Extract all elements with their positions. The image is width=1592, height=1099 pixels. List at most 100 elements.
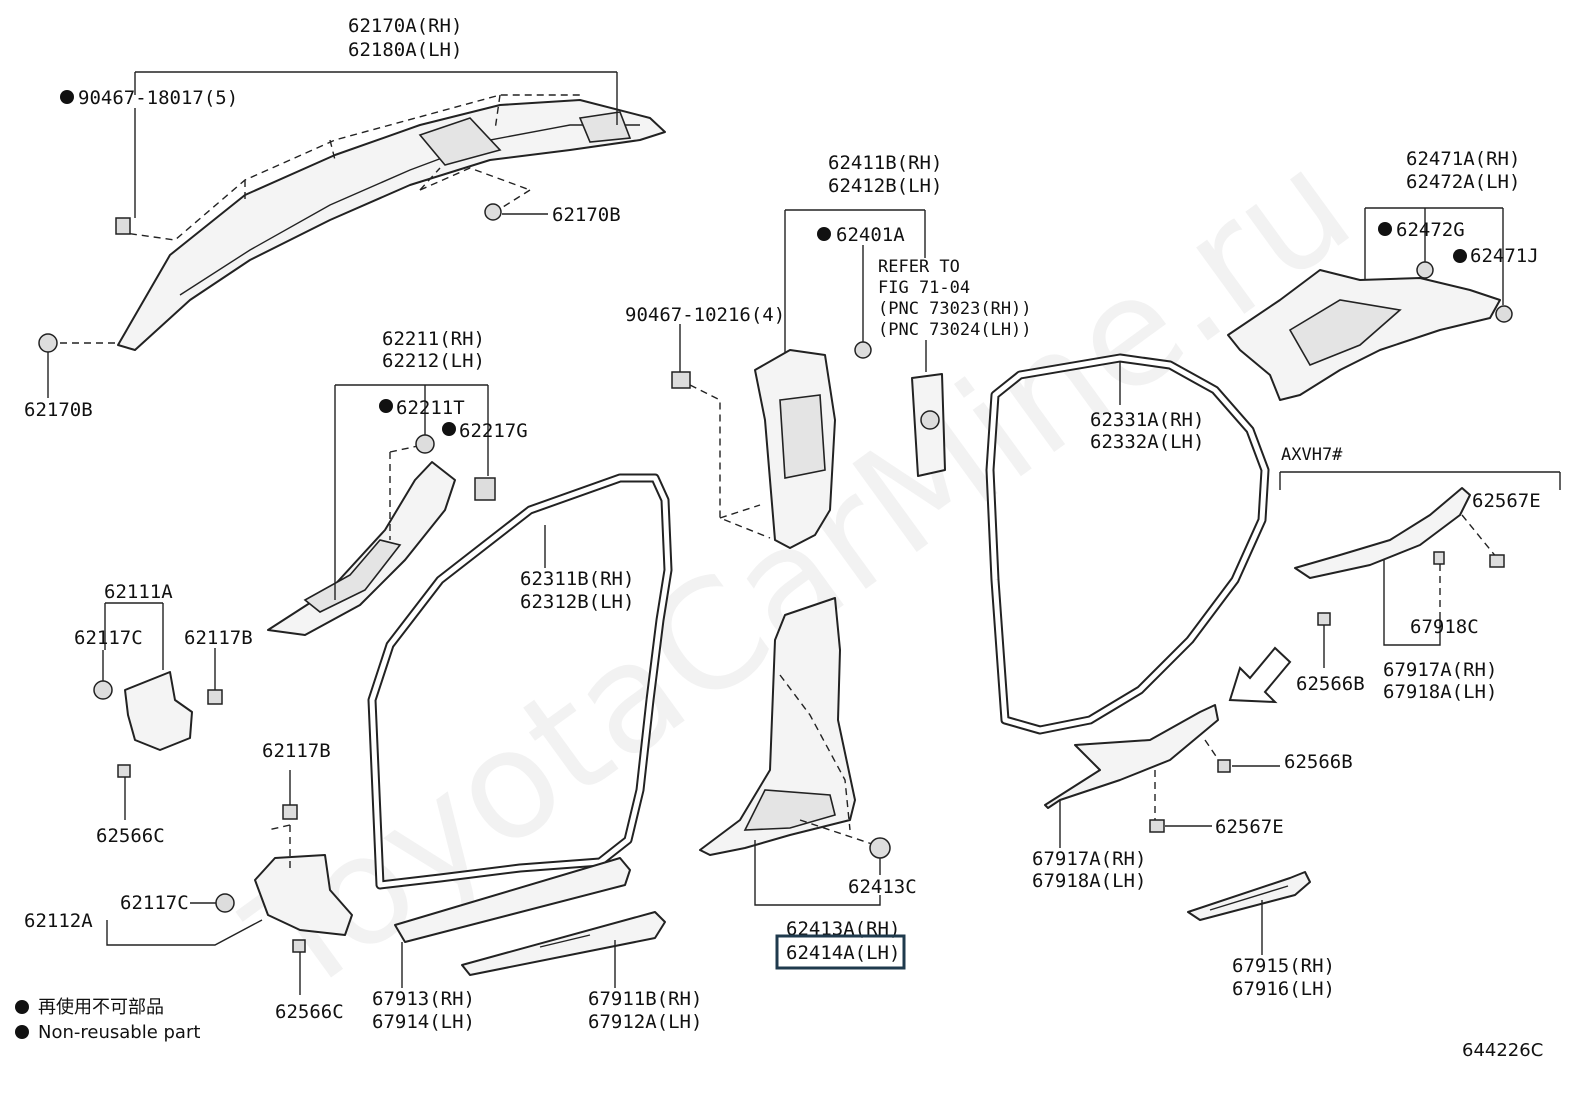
label-62211-rh: 62211(RH): [382, 328, 485, 350]
label-62414A-lh: 62414A(LH): [786, 942, 900, 964]
clip-62413C[interactable]: [869, 837, 891, 859]
label-axvh7: AXVH7#: [1281, 445, 1343, 465]
rear-scuff-plate[interactable]: [1044, 704, 1219, 809]
label-62332A-lh: 62332A(LH): [1090, 431, 1204, 453]
legend-en: Non-reusable part: [38, 1022, 200, 1043]
roof-side-garnish[interactable]: [117, 99, 666, 351]
label-62117B-lower: 62117B: [262, 740, 331, 762]
label-67918A-lh-upper: 67918A(LH): [1383, 681, 1497, 703]
non-reusable-dot-62217G: [442, 422, 456, 436]
label-62117C-upper: 62117C: [74, 627, 143, 649]
label-62331A-rh: 62331A(RH): [1090, 409, 1204, 431]
label-67918A-lh-lower: 67918A(LH): [1032, 870, 1146, 892]
legend-dot-jp: [15, 1000, 29, 1014]
label-67917A-rh-lower: 67917A(RH): [1032, 848, 1146, 870]
front-door-scuff-plate-inner[interactable]: [394, 857, 631, 943]
refer-note-line3: (PNC 73023(RH)): [878, 299, 1032, 319]
label-62111A: 62111A: [104, 581, 173, 603]
label-67912A-lh: 67912A(LH): [588, 1011, 702, 1033]
label-62180A-lh: 62180A(LH): [348, 39, 462, 61]
label-62472G: 62472G: [1396, 219, 1465, 241]
label-62566B-lower: 62566B: [1284, 751, 1353, 773]
cowl-side-trim-upper[interactable]: [124, 671, 193, 751]
label-62567E-lower: 62567E: [1215, 816, 1284, 838]
label-62117B-upper: 62117B: [184, 627, 253, 649]
label-62112A: 62112A: [24, 910, 93, 932]
clip-62117B-upper[interactable]: [207, 689, 223, 705]
clip-62471J[interactable]: [1495, 305, 1513, 323]
label-62413C: 62413C: [848, 876, 917, 898]
label-62471A-rh: 62471A(RH): [1406, 148, 1520, 170]
label-62217G: 62217G: [459, 420, 528, 442]
label-62311B-rh: 62311B(RH): [520, 568, 634, 590]
label-67918C: 67918C: [1410, 616, 1479, 638]
refer-note-line2: FIG 71-04: [878, 278, 970, 298]
clip-62566B-upper[interactable]: [1317, 612, 1331, 626]
label-67915-rh: 67915(RH): [1232, 955, 1335, 977]
clip-90467-10216[interactable]: [671, 371, 691, 389]
label-62170B-top: 62170B: [552, 204, 621, 226]
clip-62170B-left[interactable]: [38, 333, 58, 353]
diagram-id: 644226C: [1462, 1040, 1543, 1061]
label-62117C-lower: 62117C: [120, 892, 189, 914]
label-62170A-rh: 62170A(RH): [348, 15, 462, 37]
label-62472A-lh: 62472A(LH): [1406, 171, 1520, 193]
clip-62117C-lower[interactable]: [215, 893, 235, 913]
label-67911B-rh: 67911B(RH): [588, 988, 702, 1010]
front-pillar-garnish[interactable]: [267, 461, 456, 636]
seat-belt-anchor[interactable]: [911, 373, 946, 477]
label-62567E-upper: 62567E: [1472, 490, 1541, 512]
front-door-weatherstrip[interactable]: [367, 473, 673, 890]
clip-62472G[interactable]: [1416, 261, 1434, 279]
label-90467-18017: 90467-18017(5): [78, 87, 238, 109]
rear-door-step-plate[interactable]: [1187, 871, 1311, 921]
clip-62566C-lower[interactable]: [292, 939, 306, 953]
clip-62217G[interactable]: [474, 477, 496, 501]
direction-arrow-icon: [1228, 646, 1292, 704]
label-62211T: 62211T: [396, 397, 465, 419]
label-62411B-rh: 62411B(RH): [828, 152, 942, 174]
label-62412B-lh: 62412B(LH): [828, 175, 942, 197]
roof-side-inner-garnish[interactable]: [1227, 269, 1501, 401]
label-90467-10216: 90467-10216(4): [625, 304, 785, 326]
watermark: ToyotaCarMine.ru: [218, 118, 1381, 1030]
legend-jp: 再使用不可部品: [38, 997, 164, 1018]
label-62401A: 62401A: [836, 224, 905, 246]
label-62312B-lh: 62312B(LH): [520, 591, 634, 613]
non-reusable-dot-90467-18017: [60, 90, 74, 104]
highlight-box-62414A[interactable]: [775, 934, 906, 970]
cowl-side-trim-lower[interactable]: [254, 854, 353, 936]
label-67913-rh: 67913(RH): [372, 988, 475, 1010]
center-pillar-upper-garnish[interactable]: [754, 349, 836, 549]
refer-note-line1: REFER TO: [878, 257, 960, 277]
label-62566B-upper: 62566B: [1296, 673, 1365, 695]
clip-62170B-top[interactable]: [484, 203, 502, 221]
non-reusable-dot-62211T: [379, 399, 393, 413]
non-reusable-dot-62471J: [1453, 249, 1467, 263]
clip-62567E-upper[interactable]: [1489, 554, 1505, 568]
leader-62170A: [134, 71, 618, 125]
label-67916-lh: 67916(LH): [1232, 978, 1335, 1000]
non-reusable-dot-62401A: [817, 227, 831, 241]
label-67914-lh: 67914(LH): [372, 1011, 475, 1033]
clip-67918C[interactable]: [1433, 551, 1445, 565]
center-pillar-lower-garnish[interactable]: [699, 597, 856, 856]
rear-scuff-plate-axvh7[interactable]: [1294, 487, 1471, 579]
clip-62117C-upper[interactable]: [93, 680, 113, 700]
label-62471J: 62471J: [1470, 245, 1539, 267]
clip-62401A[interactable]: [854, 341, 872, 359]
legend-dot-en: [15, 1025, 29, 1039]
clip-62117B-lower[interactable]: [282, 804, 298, 820]
label-62566C-upper: 62566C: [96, 825, 165, 847]
clip-62566B-lower[interactable]: [1217, 759, 1231, 773]
label-62566C-lower: 62566C: [275, 1001, 344, 1023]
rear-door-weatherstrip[interactable]: [985, 353, 1270, 735]
clip-90467-18017[interactable]: [115, 217, 131, 235]
clip-62567E-lower[interactable]: [1149, 819, 1165, 833]
clip-62211T[interactable]: [415, 434, 435, 454]
front-door-scuff-plate-outer[interactable]: [461, 911, 666, 976]
clip-62566C-upper[interactable]: [117, 764, 131, 778]
label-62212-lh: 62212(LH): [382, 350, 485, 372]
non-reusable-dot-62472G: [1378, 222, 1392, 236]
